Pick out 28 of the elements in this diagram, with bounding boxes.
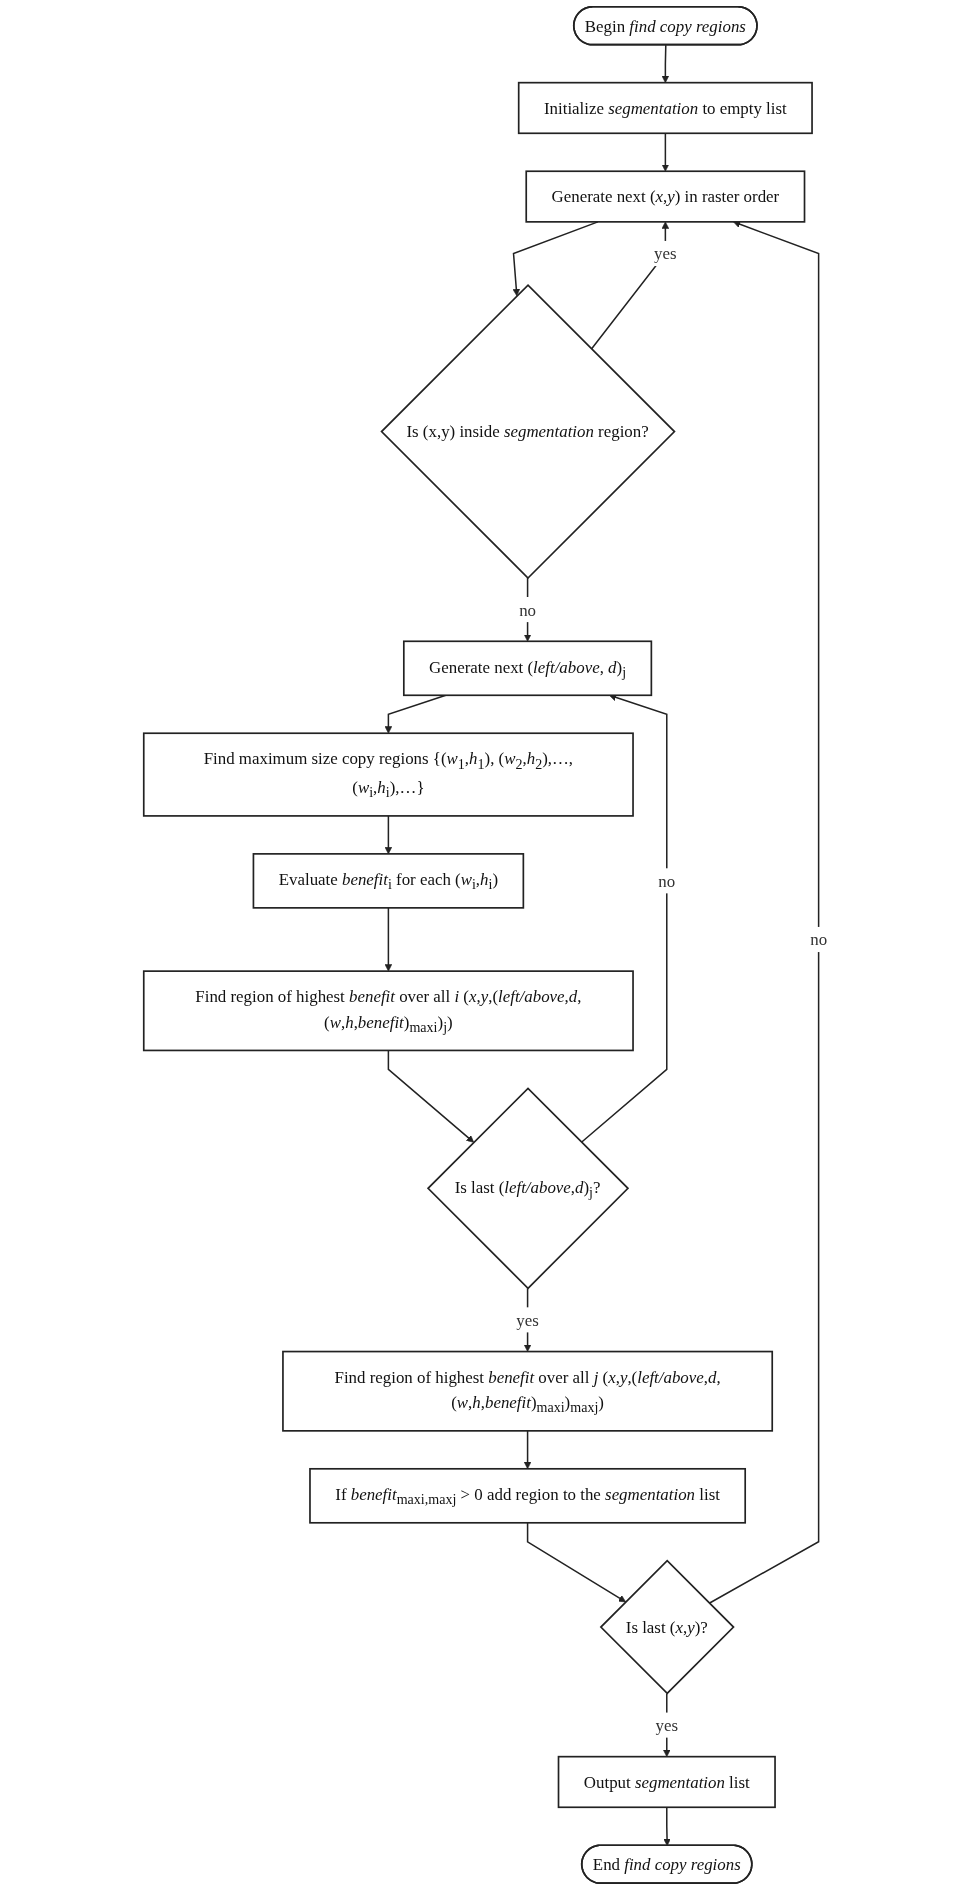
- arrow: [512, 221, 599, 297]
- node-box: Find region of highest benefit over all j (x,y,(left/above,d,(w,h,benefit)$_{maxi}$)$_{maxj}$): [281, 1350, 773, 1432]
- arrow: [526, 1522, 626, 1603]
- node-box: Find region of highest benefit over all i (x,y,(left/above,d,(w,h,benefit)$_{maxi}$)$_{j}$): [142, 970, 634, 1052]
- node-box: Find maximum size copy regions {(w$_{1}$,h$_{1}$), (w$_{2}$,h$_{2}$),…,(w$_{i}$,h$_{i}$),…}: [142, 732, 634, 817]
- node-box: Initialize segmentation to empty list: [517, 81, 813, 135]
- node-diamond: Is last (left/above,d)$_{j}$?: [426, 1087, 629, 1290]
- arrow: [662, 1806, 671, 1846]
- edge-label: yes: [653, 244, 677, 263]
- node-box: Generate next (left/above, d)$_{j}$: [402, 640, 652, 697]
- node-diamond: Is (x,y) inside segmentation region?: [379, 283, 676, 580]
- node-box: If benefit$_{maxi,maxj}$ > 0 add region to the segmentation list: [308, 1467, 746, 1524]
- arrow: [387, 1049, 474, 1143]
- edge-label: no: [518, 600, 536, 619]
- arrow: [523, 1430, 531, 1470]
- edge-label: no: [657, 871, 675, 891]
- arrow: [384, 907, 392, 972]
- edge-label: yes: [655, 1715, 678, 1735]
- arrow: [384, 815, 392, 855]
- edge-label: yes: [515, 1310, 539, 1330]
- arrow: [708, 220, 819, 1604]
- arrow: [661, 132, 669, 172]
- node-box: Output segmentation list: [557, 1755, 776, 1809]
- arrow: [661, 44, 669, 83]
- edge-label: no: [809, 930, 827, 949]
- node-box: Evaluate benefit$_{i}$ for each (w$_{i}$,h$_{i}$): [252, 853, 524, 909]
- node-diamond: Is last (x,y)?: [599, 1559, 735, 1695]
- node-box: Generate next (x,y) in raster order: [524, 170, 805, 223]
